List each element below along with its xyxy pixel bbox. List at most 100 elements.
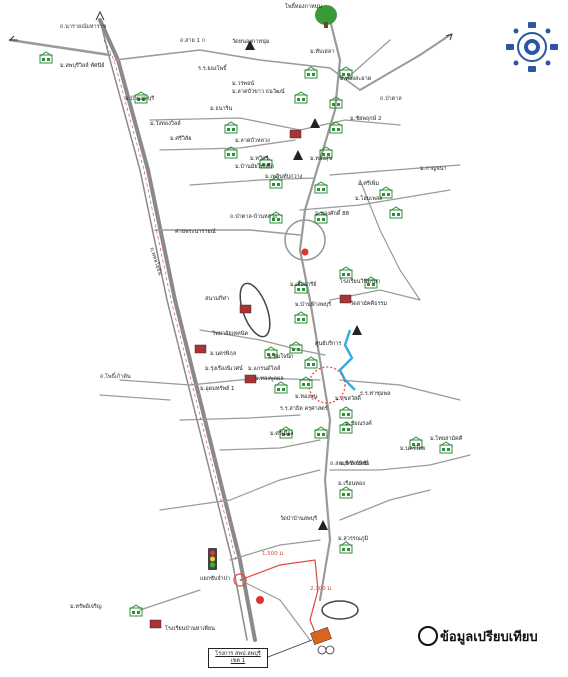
place-label-p35: ม.บ้านลพบุรี <box>125 95 154 102</box>
place-label-p18: ถ.ป่าตาล-บ้านหลวง <box>230 213 277 220</box>
place-label-p26: ม.สมใจนึก <box>268 353 293 360</box>
location-pin-icon <box>256 596 264 604</box>
temple-icon <box>293 150 303 160</box>
village-icon <box>294 91 308 104</box>
village-icon <box>364 276 378 289</box>
place-label-p01: โพธิ์ทองกาหนุ่ม <box>285 2 322 10</box>
icons-layer <box>8 5 453 658</box>
place-label-p27: ม.แกรนด์วิลล์ <box>248 365 280 372</box>
place-label-p38: ร.ร.สาธิต ครุศาสตร์ <box>280 405 328 412</box>
village-icon <box>339 421 353 434</box>
village-icon <box>339 541 353 554</box>
legend-circle-icon <box>418 626 438 646</box>
road-east-2 <box>339 379 461 401</box>
village-icon <box>379 186 393 199</box>
highway-centerline <box>103 39 237 561</box>
village-icon <box>304 66 318 79</box>
road-southwest <box>139 589 201 611</box>
tree-icon <box>315 5 337 28</box>
place-label-p32: ม.ทองพูน <box>295 394 318 400</box>
road-mid-4 <box>219 439 321 451</box>
place-label-p25: ศูนย์บริการ <box>315 340 341 347</box>
place-label-p16: ม.โฮมเพลส <box>355 194 383 202</box>
village-icon <box>339 406 353 419</box>
place-label-p33: ม.สุขสวัสดิ์ <box>335 394 362 402</box>
place-label-p49: ร.ร.ท่าชุมพล <box>360 390 390 397</box>
place-label-p22: โรงเรียนวินิตรยา <box>340 277 380 285</box>
place-label-p10: ม.ลาดบัวหลวง <box>235 137 270 144</box>
place-label-p29: ม.นครพิกุล <box>210 350 236 357</box>
route-layer <box>233 282 359 641</box>
village-icon <box>299 376 313 389</box>
place-label-p30: ม.รุ่งเรืองนิเวศน์ <box>205 365 243 372</box>
road-label-r04: ถ.ป่าตาล <box>380 95 402 102</box>
place-label-p40: แยกซับจำปา <box>200 575 230 582</box>
destination-marker-icon <box>310 626 335 655</box>
road-label-r06: ถ.โพธิ์เก้าต้น <box>100 372 131 380</box>
road-arrow-icon <box>95 10 105 21</box>
compass-logo-icon <box>506 22 558 72</box>
destination-label[interactable]: โรงการ สพป.ลพบุรี เขต 1 <box>208 648 268 668</box>
village-icon <box>269 176 283 189</box>
village-icon <box>314 211 328 224</box>
legend-label: ข้อมูลเปรียบเทียบ <box>440 630 538 645</box>
village-icon <box>294 311 308 324</box>
highway-parallel <box>99 19 248 641</box>
place-label-p41: ม.ทรัพย์เจริญ <box>70 603 102 610</box>
traffic-light-icon <box>208 548 217 570</box>
village-icon <box>339 66 353 79</box>
place-label-p37: ม.ศรีวิลัย <box>170 135 192 142</box>
destination-connector <box>267 639 313 658</box>
place-label-p28: ม.ทองพูลผล <box>255 376 284 382</box>
labels-layer: โพธิ์ทองกาหนุ่มวัดหนองกาหนุ่มร.ร.ยองโพธิ… <box>60 2 463 632</box>
village-icon <box>289 341 303 354</box>
place-label-p39: ม.ชัยณรงค์ <box>345 420 372 427</box>
place-label-p12: ม.เพลินทับกวาง <box>265 173 303 180</box>
track-oval-icon <box>321 600 359 620</box>
village-icon <box>134 91 148 104</box>
village-icon <box>279 426 293 439</box>
place-label-p31: ม.อุดมทรัพย์ 1 <box>200 385 235 392</box>
road-h-5 <box>299 189 451 211</box>
village-icon <box>269 211 283 224</box>
village-icon <box>339 266 353 279</box>
temple-icon <box>310 118 320 128</box>
place-label-p45: ม.เรือนทอง <box>338 480 365 487</box>
place-label-p08: ม.ชัยพฤกษ์ 2 <box>350 115 382 122</box>
village-icon <box>224 121 238 134</box>
village-icon <box>39 51 53 64</box>
place-label-p46: ม.ไทยสามัคคี <box>430 435 463 442</box>
place-label-p13: ม.ทองสุข <box>310 155 332 162</box>
roads-layer <box>8 18 471 642</box>
road-central-north <box>303 18 342 212</box>
road-label-r02: ถ.นารายณ์มหาราช <box>60 23 107 30</box>
village-icon <box>264 346 278 359</box>
village-icon <box>339 486 353 499</box>
road-south-1 <box>229 539 321 561</box>
stadium-oval-icon <box>239 282 271 338</box>
place-label-p14: ม.ศรีเพิ่ม <box>358 179 379 187</box>
road-mid-5 <box>159 469 321 511</box>
distance-label-d02: 2,100 ม. <box>310 586 333 592</box>
place-label-p36: ม.วังทองวิลล์ <box>150 120 181 127</box>
village-icon <box>294 281 308 294</box>
village-icon <box>314 426 328 439</box>
temple-icon <box>245 40 255 50</box>
village-icon <box>439 441 453 454</box>
place-label-p21: ม.เอื้ออารีย์ <box>290 280 316 288</box>
place-label-p15: ม.กาญจนา <box>420 166 447 172</box>
place-label-p03: ร.ร.ยองโพธิ์ <box>198 64 228 72</box>
place-label-p47: ม.นครไทย <box>400 445 425 452</box>
road-arrow-icon <box>445 33 453 41</box>
place-label-p07: ม.ลาดบัวขาว ธนวัฒน์ <box>232 88 285 95</box>
road-arrow-icon <box>8 35 18 41</box>
place-label-p48: ม.ทรัพย์พิชัย <box>340 460 369 467</box>
road-label-r03: ถ.ลพบุรี-บ้านหมี่ <box>330 459 368 467</box>
place-label-p51: สนามกีฬา <box>205 295 229 302</box>
building-icon <box>239 304 252 314</box>
place-label-p43: ม.สุวรรณภูมิ <box>338 535 368 542</box>
village-icon <box>409 436 423 449</box>
road-east-3 <box>329 454 471 471</box>
village-icon <box>389 206 403 219</box>
